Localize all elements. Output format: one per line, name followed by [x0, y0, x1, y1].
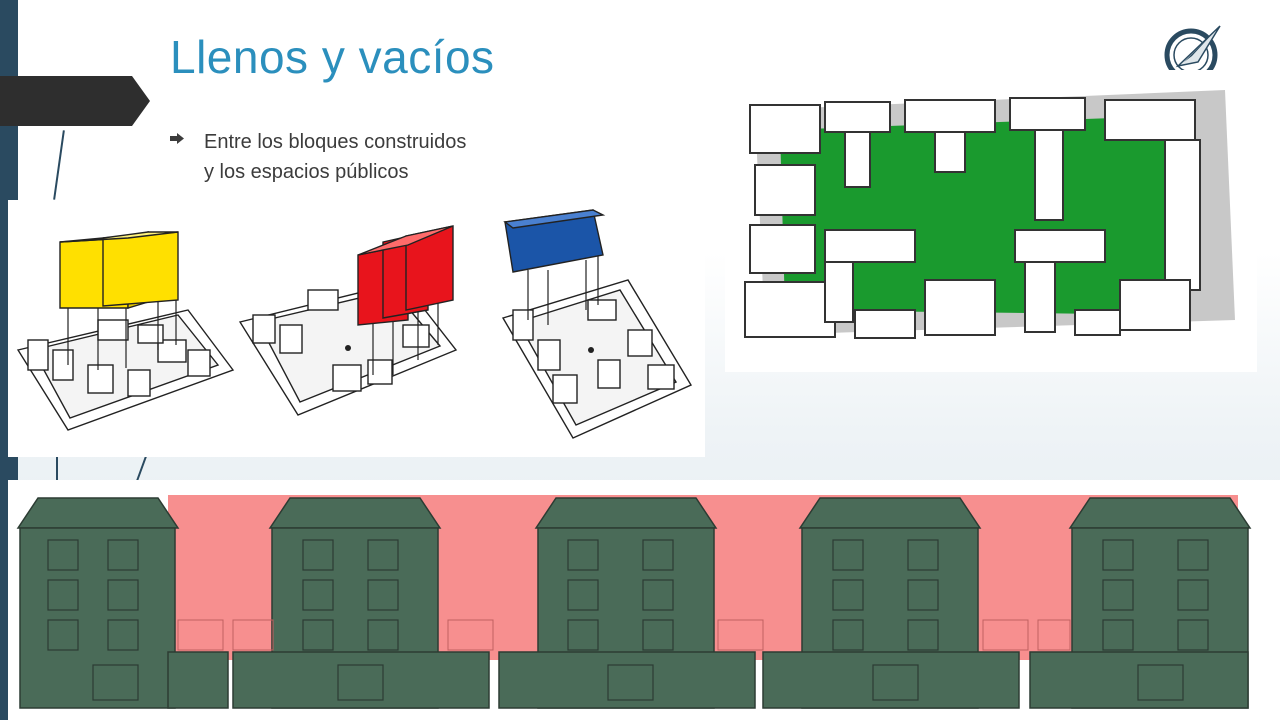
decorative-line [53, 130, 65, 200]
street-facade-image [8, 480, 1280, 720]
slide-title: Llenos y vacíos [170, 31, 495, 83]
plaza-plan-image [725, 70, 1257, 372]
decorative-line [56, 455, 58, 483]
block-diagrams-image [8, 200, 705, 457]
arrow-right-icon [170, 133, 184, 144]
bullet-text: Entre los bloques construidos y los espa… [204, 127, 564, 187]
bullet-line-2: y los espacios públicos [204, 161, 409, 183]
title-tab [0, 76, 150, 126]
bullet-line-1: Entre los bloques construidos [204, 131, 467, 153]
